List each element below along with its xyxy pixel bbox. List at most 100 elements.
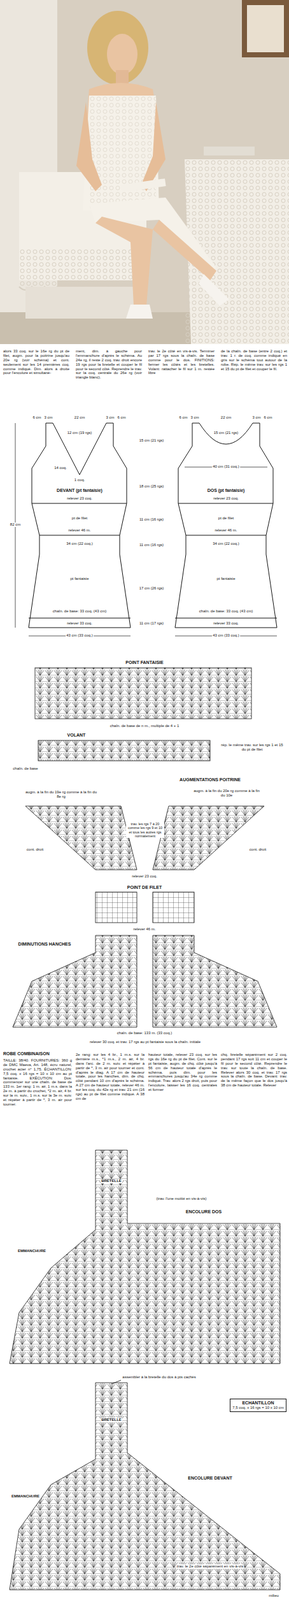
dimension-label: trav. le 2e côté séparément en vis-à-vis (176, 1562, 244, 1568)
stitch-chart-part (152, 805, 265, 869)
dimension-label: 3 cm (105, 415, 115, 420)
back-schematic-part (175, 502, 277, 618)
section-title: EMMANCHURE (10, 1492, 41, 1498)
photo-part (0, 0, 289, 344)
section-title: BRETELLE (100, 1416, 123, 1421)
dimension-label: (trav. l'une moitié en vis-à-vis) (155, 1195, 207, 1200)
dimension-label: chaîn. de base de n m., multiple de 4 + … (109, 723, 181, 728)
photo-part (246, 5, 284, 53)
photo-part (89, 95, 156, 211)
photo-part (241, 0, 289, 58)
instruction-text: TAILLE: 38/40. FOURNITURES: 360 g de DMC… (2, 1057, 73, 1106)
photo-part (76, 101, 102, 191)
instruction-text: chq. bretelle séparément sur 2 coq. pend… (220, 1051, 288, 1087)
dimension-label: relever 23 coq. (212, 495, 240, 501)
back-schematic-part (175, 466, 277, 636)
stitch-chart-part (152, 934, 277, 1027)
node-text: 7,5 coq. x 16 rgs = 10 x 10 cm (232, 1404, 284, 1409)
stitch-chart-part (152, 891, 195, 922)
dimension-label: 11 cm (17 rgs) (138, 620, 165, 626)
back-schematic-part (175, 422, 277, 628)
dimension-label: 34 cm (22 coq.) (211, 541, 240, 546)
photo-part (82, 95, 160, 211)
dimension-label: pt de filet (71, 515, 88, 521)
section-title: EMMANCHURE (17, 1247, 47, 1253)
dimension-label: relever 46 m. (213, 527, 238, 533)
photo-part (203, 146, 255, 156)
dimension-label: chaîn. de base: 33 coq. (43 cm) (52, 608, 107, 614)
dimension-label: assembler à la bretelle du dos à pts cac… (121, 1373, 197, 1379)
instruction-text: alors 33 coq. sur le 16e rg du pt de fil… (2, 348, 71, 375)
instruction-text: hauteur totale, relever 23 coq. sur les … (147, 1051, 218, 1092)
front-schematic-part (28, 502, 131, 618)
section-title: VOLANT (66, 732, 87, 738)
dimension-label: cont. droit (248, 846, 267, 852)
dimension-label: 18 cm (25 rgs) (138, 483, 165, 489)
stitch-chart-part (38, 739, 211, 761)
photo-part (95, 216, 153, 306)
photo-part (141, 101, 166, 191)
section-title: POINT DE FILET (126, 884, 163, 890)
dimension-label: 40 cm (31 coq.) (211, 464, 240, 469)
photo-part (106, 33, 138, 75)
stitch-chart-part (9, 1381, 281, 1589)
dimension-label: pt fantaisie (69, 576, 90, 581)
stitch-chart-part (35, 667, 252, 719)
dimension-label: cont. droit (26, 846, 44, 852)
dimension-label: chaîn. de base (12, 765, 39, 771)
node-heading: ECHANTILLON (232, 1399, 284, 1405)
photo (0, 0, 289, 344)
dimension-label: 1 coq. (73, 477, 86, 482)
dimension-label: relever 23 coq. (66, 495, 93, 501)
dimension-label: 11 cm (16 rgs) (138, 516, 165, 522)
dimension-label: relever 33 coq. (212, 620, 240, 626)
photo-part (120, 178, 167, 193)
dimension-label: 34 cm (22 coq.) (65, 541, 94, 546)
stitch-chart-part (12, 934, 137, 1027)
dimension-label: relever 30 coq. et trav. 17 rgs au pt fa… (49, 1038, 242, 1044)
dimension-label: 22 cm (220, 415, 232, 420)
front-schematic-part (15, 422, 131, 636)
dimension-label: 43 cm (33 coq.) (65, 632, 94, 638)
dimension-label: milieu (267, 1592, 280, 1597)
dimension-label: 15 cm (21 rgs) (213, 430, 240, 435)
dimension-label: 14 coq. (53, 465, 68, 470)
dimension-label: 6 cm (116, 415, 127, 420)
gauge-box: ECHANTILLON7,5 coq. x 16 rgs = 10 x 10 c… (229, 1397, 287, 1411)
photo-part (152, 219, 217, 281)
dimension-label: 3 cm (43, 415, 53, 420)
dimension-label: relever 46 m. (132, 926, 156, 931)
section-title: DIMINUTIONS HANCHES (17, 940, 72, 946)
photo-part (126, 304, 153, 319)
section-title: ENCOLURE DOS (185, 1208, 223, 1214)
dimension-label: 3 cm (251, 415, 261, 420)
stitch-chart-part (95, 891, 137, 922)
piece-title: DOS (pt fantaisie) (206, 487, 246, 493)
photo-part (25, 286, 141, 319)
stitch-chart (9, 667, 281, 1589)
node-heading: DEVANT (pt fantaisie) (56, 487, 103, 493)
dimension-label: augm. à la fin du 19e rg comme à la fin … (22, 789, 100, 799)
front-schematic-part (28, 422, 131, 628)
instruction-text: ment, dim. à gauche pour l'emmanchure d'… (75, 348, 143, 380)
back-schematic (175, 422, 277, 636)
node-heading: DOS (pt fantaisie) (207, 487, 246, 493)
dimension-label: rép. le même trav. sur les rgs 1 et 15 d… (219, 742, 285, 752)
front-schematic (15, 422, 131, 636)
dimension-label: 82 cm (9, 521, 22, 527)
dimension-label: trav. les rgs 7 à 20 comme les rgs 9 et … (126, 821, 165, 838)
instruction-text: trav. le 2e côté en vis-à-vis. Terminer … (147, 348, 216, 375)
photo-part (198, 273, 230, 306)
dimension-label: 15 cm (21 rgs) (138, 437, 165, 443)
dimension-label: 43 cm (33 coq.) (211, 632, 240, 638)
stitch-chart-part (9, 1148, 281, 1363)
section-title: AUGMENTATIONS POITRINE (178, 776, 242, 782)
dimension-label: 22 cm (73, 415, 86, 420)
dimension-label: 3 cm (189, 415, 200, 420)
dimension-label: 6 cm (31, 415, 42, 420)
section-title: POINT FANTAISIE (124, 659, 164, 665)
dimension-label: 11 cm (16 rgs) (138, 542, 165, 547)
dimension-label: 6 cm (178, 415, 188, 420)
